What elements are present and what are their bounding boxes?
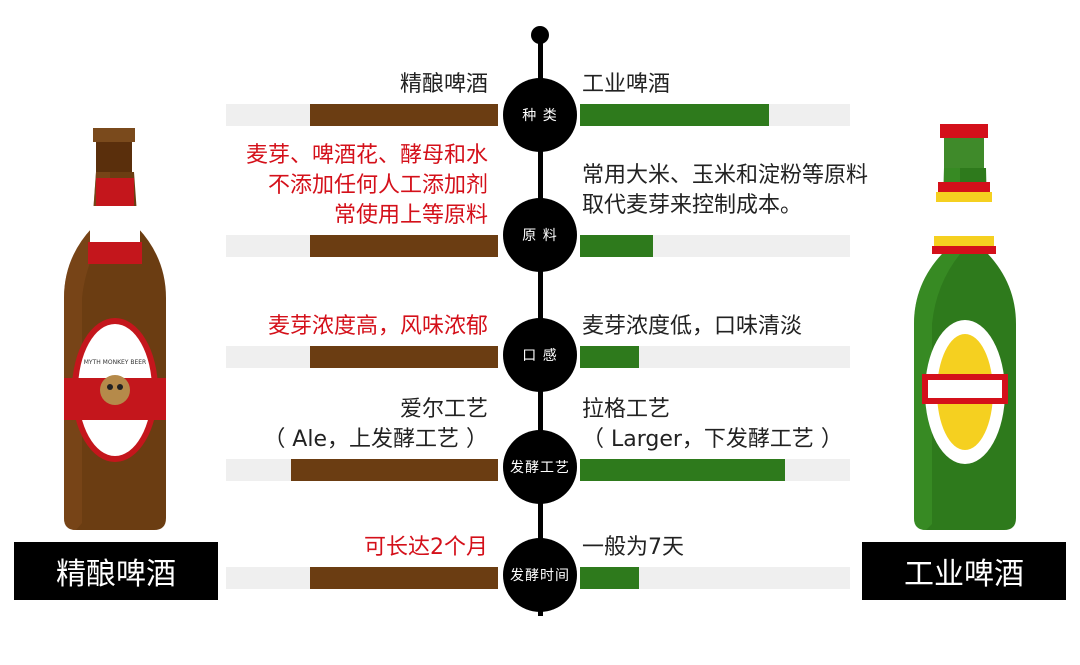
craft-description-line: 不添加任何人工添加剂	[267, 173, 488, 198]
industrial-level-bar	[580, 104, 769, 126]
industrial-description: 一般为7天	[582, 533, 684, 563]
right-track	[580, 346, 850, 368]
craft-level-bar	[310, 346, 498, 368]
right-track	[580, 567, 850, 589]
craft-beer-label-text: 精酿啤酒	[56, 557, 176, 592]
industrial-beer-bottle-icon	[914, 124, 1016, 530]
industrial-description: 麦芽浓度低，口味清淡	[582, 312, 802, 342]
craft-description-line: 麦芽、啤酒花、酵母和水	[245, 143, 488, 168]
craft-description-line: 精酿啤酒	[399, 72, 488, 97]
craft-description-line: 常使用上等原料	[333, 203, 488, 228]
category-node: 种 类	[503, 78, 577, 152]
craft-level-bar	[310, 235, 498, 257]
craft-beer-bottle-icon: MYTH MONKEY BEER	[64, 128, 166, 530]
category-node: 原 料	[503, 198, 577, 272]
industrial-description-line: 取代麦芽来控制成本。	[582, 193, 803, 218]
industrial-beer-label: 工业啤酒	[862, 542, 1066, 600]
industrial-beer-label-text: 工业啤酒	[904, 557, 1024, 592]
industrial-description-line: （ Larger，下发酵工艺 ）	[582, 427, 843, 452]
industrial-description-line: 工业啤酒	[582, 72, 671, 97]
industrial-level-bar	[580, 346, 639, 368]
industrial-description-line: 麦芽浓度低，口味清淡	[582, 314, 803, 339]
industrial-description: 拉格工艺 （ Larger，下发酵工艺 ）	[582, 395, 843, 455]
industrial-level-bar	[580, 567, 639, 589]
category-node: 发酵时间	[503, 538, 577, 612]
craft-description-line: 麦芽浓度高，风味浓郁	[267, 314, 488, 339]
industrial-description: 常用大米、玉米和淀粉等原料取代麦芽来控制成本。	[582, 161, 868, 221]
category-node: 口 感	[503, 318, 577, 392]
industrial-description-line: 一般为7天	[582, 535, 684, 560]
industrial-level-bar	[580, 235, 653, 257]
craft-description-line: 爱尔工艺	[399, 397, 488, 422]
craft-description: 爱尔工艺 （ Ale，上发酵工艺 ）	[263, 395, 488, 455]
craft-level-bar	[310, 567, 498, 589]
industrial-level-bar	[580, 459, 785, 481]
craft-description-line: 可长达2个月	[364, 535, 488, 560]
craft-beer-label: 精酿啤酒	[14, 542, 218, 600]
craft-description-line: （ Ale，上发酵工艺 ）	[263, 427, 488, 452]
bottle-label-text: MYTH MONKEY BEER	[84, 359, 146, 366]
industrial-description-line: 拉格工艺	[582, 397, 671, 422]
industrial-description-line: 常用大米、玉米和淀粉等原料	[582, 163, 869, 188]
category-node: 发酵工艺	[503, 430, 577, 504]
industrial-description: 工业啤酒	[582, 70, 670, 100]
timeline-top-dot	[531, 26, 549, 44]
craft-level-bar	[291, 459, 498, 481]
craft-description: 麦芽、啤酒花、酵母和水不添加任何人工添加剂常使用上等原料	[246, 141, 488, 231]
craft-description: 精酿啤酒	[400, 70, 488, 100]
craft-level-bar	[310, 104, 498, 126]
craft-description: 可长达2个月	[364, 533, 488, 563]
craft-description: 麦芽浓度高，风味浓郁	[268, 312, 488, 342]
